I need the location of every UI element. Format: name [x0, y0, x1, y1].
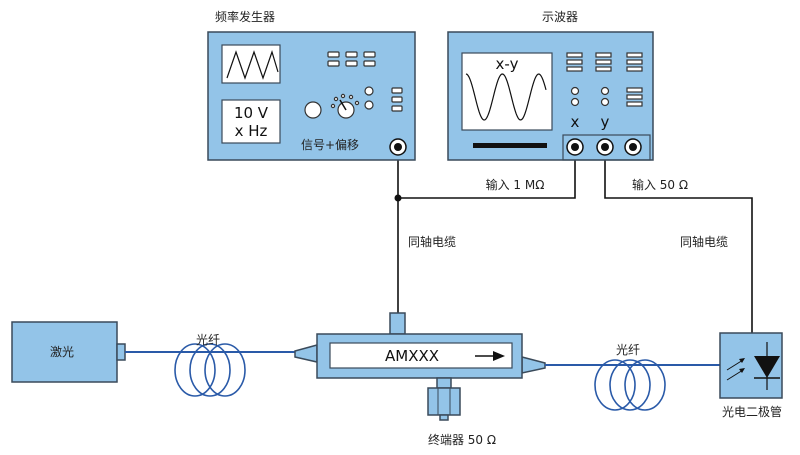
input-y-label: 输入 50 Ω [632, 177, 688, 192]
screen-mode-label: x-y [496, 55, 519, 73]
laser-label: 激光 [50, 345, 74, 359]
coax-label: 同轴电缆 [408, 234, 456, 249]
coax-label: 同轴电缆 [680, 234, 728, 249]
frequency-generator: 频率发生器 10 V x Hz 信号+偏移 [207, 9, 416, 161]
sine-trace [465, 73, 547, 121]
arrow-right-icon [475, 351, 505, 361]
power-button[interactable] [304, 101, 322, 119]
oscilloscope: 示波器 x-y x y [447, 10, 654, 161]
value-display [221, 99, 281, 144]
generator-buttons[interactable] [327, 51, 403, 112]
fiber-coil-icon [594, 359, 666, 411]
frequency-readout: x Hz [235, 122, 268, 140]
scope-bar [473, 143, 547, 148]
knob[interactable] [364, 100, 374, 110]
aux-connector[interactable] [624, 138, 642, 156]
scope-buttons[interactable] [566, 52, 643, 107]
knob[interactable] [364, 86, 374, 96]
rotary-dial[interactable] [330, 93, 360, 119]
waveform-display [221, 44, 281, 84]
photodiode-label: 光电二极管 [722, 404, 782, 419]
scope-screen [461, 52, 553, 131]
amplitude-readout: 10 V [234, 104, 269, 122]
modulator-label: AMXXX [385, 347, 439, 365]
triangle-wave-icon [226, 50, 279, 80]
photodiode [719, 332, 783, 399]
x-input-connector[interactable] [566, 138, 584, 156]
terminator-label: 终端器 50 Ω [428, 432, 496, 447]
modulator: AMXXX [294, 312, 546, 421]
photodiode-icon [726, 342, 780, 390]
output-label: 信号+偏移 [301, 137, 359, 152]
coax-wires [394, 147, 753, 333]
fiber-coil-icon [174, 343, 246, 397]
fiber-label: 光纤 [616, 343, 640, 357]
x-channel-label: x [571, 113, 580, 131]
y-channel-label: y [601, 113, 610, 131]
input-x-label: 输入 1 MΩ [486, 177, 545, 192]
laser: 激光 [11, 321, 126, 383]
terminator [427, 377, 461, 421]
fiber-label: 光纤 [196, 333, 220, 347]
generator-title: 频率发生器 [215, 9, 275, 24]
y-input-connector[interactable] [596, 138, 614, 156]
output-connector[interactable] [389, 138, 407, 156]
scope-title: 示波器 [542, 10, 578, 24]
